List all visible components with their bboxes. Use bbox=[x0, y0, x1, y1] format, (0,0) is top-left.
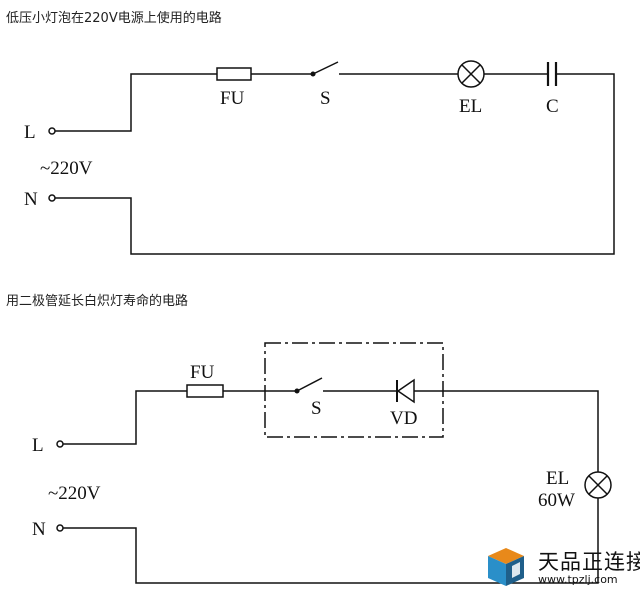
watermark-logo-icon bbox=[488, 548, 524, 586]
circuit2-lamp-power-label: 60W bbox=[538, 490, 575, 511]
circuit2-title: 用二极管延长白炽灯寿命的电路 bbox=[6, 294, 189, 309]
circuit2-terminal-l-label: L bbox=[32, 435, 44, 456]
circuit2-diode-triangle bbox=[396, 378, 415, 404]
circuit1-wire-return bbox=[55, 73, 615, 255]
circuit1-terminal-n-label: N bbox=[24, 189, 38, 210]
circuit1-terminal-l-label: L bbox=[24, 122, 36, 143]
watermark-name: 天品正连接 bbox=[538, 550, 640, 574]
circuit2-switch-label: S bbox=[311, 398, 322, 419]
circuit2-fuse-label: FU bbox=[190, 362, 215, 383]
circuit1-terminal-n-dot bbox=[48, 194, 56, 202]
circuit1-terminal-l-dot bbox=[48, 127, 56, 135]
watermark-url: www.tpzlj.com bbox=[538, 573, 618, 586]
circuit2-lamp-cross bbox=[588, 475, 608, 495]
circuit2-wire-diode-lamp bbox=[414, 390, 599, 472]
circuit1-fuse bbox=[216, 67, 252, 81]
circuit2-wire-return bbox=[63, 498, 599, 584]
watermark: 天品正连接 www.tpzlj.com bbox=[484, 546, 640, 590]
circuit2-voltage-label: ~220V bbox=[48, 483, 101, 504]
circuit1-capacitor bbox=[546, 62, 558, 86]
circuit1-lamp-label: EL bbox=[459, 96, 482, 117]
circuit1-title: 低压小灯泡在220V电源上使用的电路 bbox=[6, 11, 222, 26]
circuit1-capacitor-label: C bbox=[546, 96, 559, 117]
circuit2-fuse bbox=[186, 384, 224, 398]
circuit1-voltage-label: ~220V bbox=[40, 158, 93, 179]
circuit2-lamp-label: EL bbox=[546, 468, 569, 489]
circuit1-diagram bbox=[48, 60, 615, 255]
circuit2-wire-l bbox=[63, 390, 187, 445]
circuit1-lamp-cross bbox=[461, 64, 481, 84]
circuit2-enclosure bbox=[264, 342, 444, 438]
circuit2-terminal-n-dot bbox=[56, 524, 64, 532]
circuit1-fuse-label: FU bbox=[220, 88, 245, 109]
circuit2-terminal-l-dot bbox=[56, 440, 64, 448]
circuit2-switch bbox=[296, 377, 323, 392]
circuit1-wire-l bbox=[55, 73, 217, 132]
circuit2-diagram bbox=[56, 342, 612, 584]
circuit2-terminal-n-label: N bbox=[32, 519, 46, 540]
circuit2-diode-label: VD bbox=[390, 408, 417, 429]
circuit1-switch-label: S bbox=[320, 88, 331, 109]
circuit1-switch bbox=[312, 61, 339, 75]
